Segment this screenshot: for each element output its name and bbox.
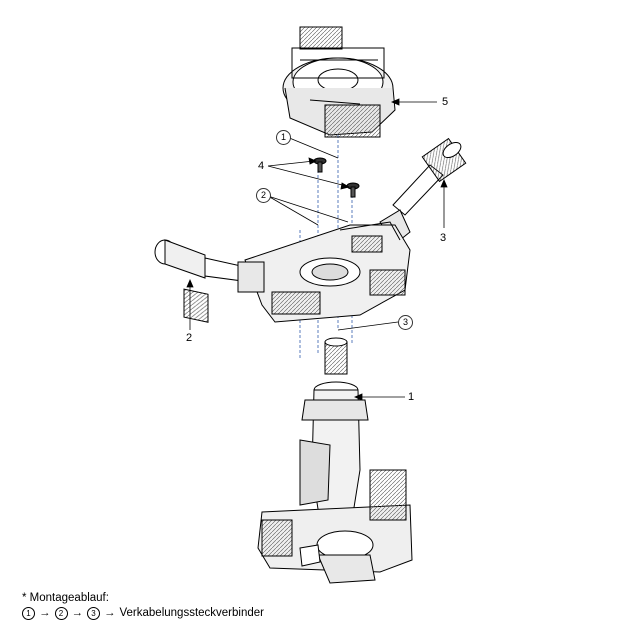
part-label-1: 1 — [408, 391, 415, 403]
sequence-arrow: → — [39, 607, 51, 619]
sequence-step-3: 3 — [87, 607, 100, 620]
part-label-2: 2 — [186, 332, 193, 344]
step-marker-1: 1 — [276, 130, 291, 145]
steering-column — [257, 337, 413, 584]
leader-lines — [186, 98, 448, 401]
light-switch-lever — [154, 239, 265, 323]
multifunction-switch-body — [244, 221, 411, 323]
step-marker-2: 2 — [256, 188, 271, 203]
wiper-switch-lever — [379, 137, 467, 245]
assembly-note-title: * Montageablauf: — [22, 592, 109, 604]
sequence-step-2: 2 — [54, 607, 68, 620]
clock-spring-part — [282, 26, 396, 138]
sequence-arrow: → — [104, 607, 116, 619]
sequence-final: Verkabelungssteckverbinder — [119, 607, 264, 619]
part-label-3: 3 — [440, 232, 447, 244]
sequence-step-1: 1 — [22, 607, 35, 620]
step-marker-3: 3 — [398, 315, 413, 330]
mounting-screws — [313, 157, 360, 198]
assembly-sequence: 1 → 2 → 3 → Verkabelungssteckverbinder — [22, 606, 264, 621]
part-label-4: 4 — [258, 160, 265, 172]
sequence-arrow: → — [71, 607, 84, 619]
assembly-note: * Montageablauf: 1 → 2 → 3 → Verkabelung… — [22, 591, 264, 621]
part-label-5: 5 — [442, 96, 449, 108]
